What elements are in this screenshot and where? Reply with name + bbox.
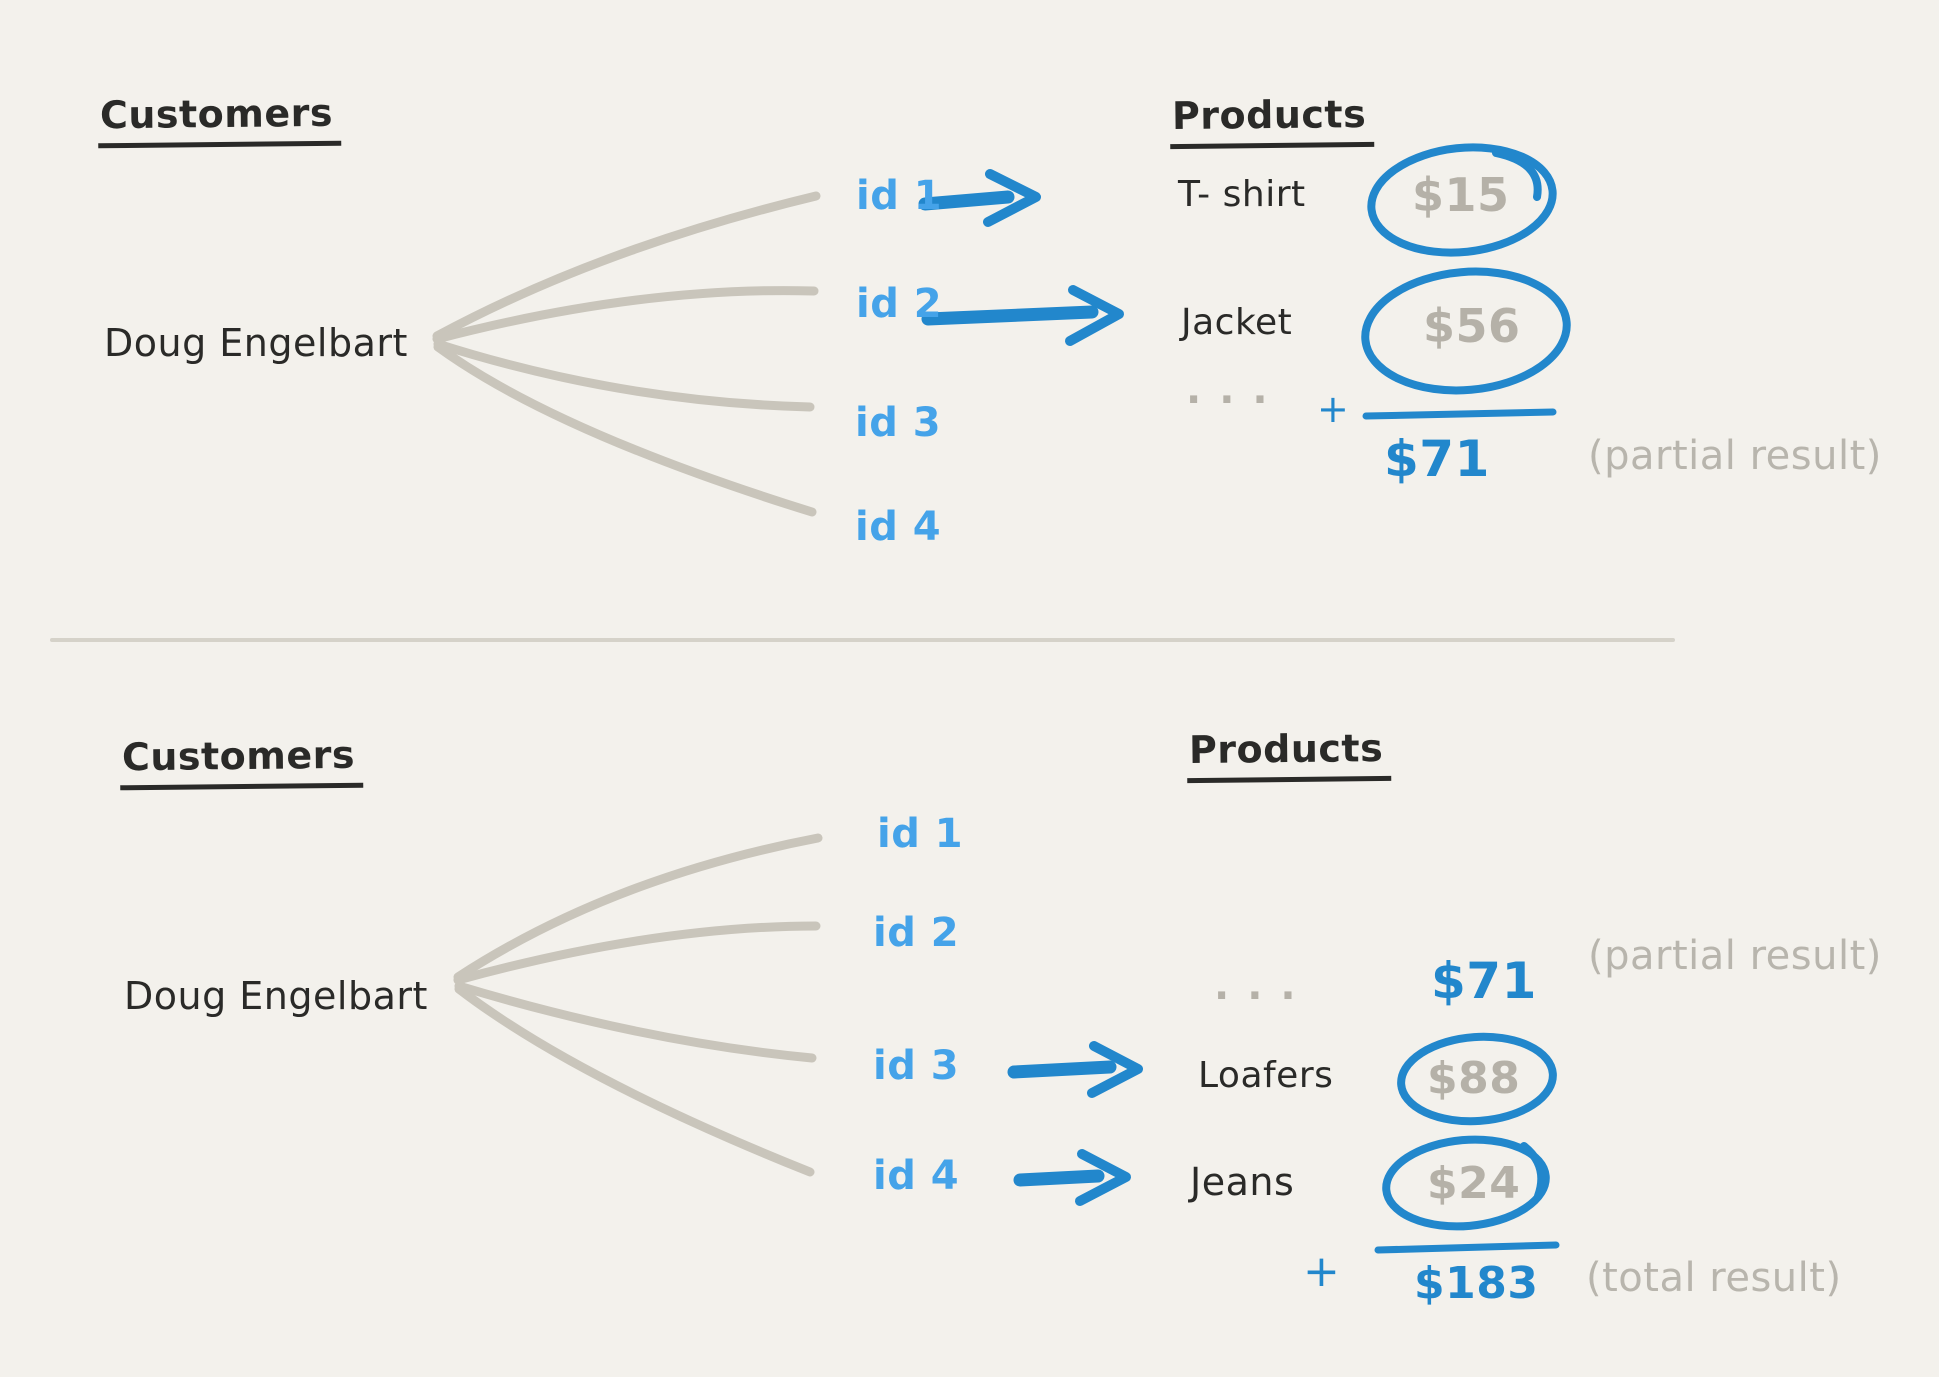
- branch-line: [453, 833, 823, 982]
- arrow-shaft: [1013, 1169, 1105, 1187]
- branch-line: [454, 981, 817, 1063]
- circle-stroke: [1382, 1135, 1550, 1231]
- branch-line: [432, 286, 819, 344]
- bottom-customers-heading: Customers: [119, 733, 364, 791]
- total-sum-value: $183: [1414, 1258, 1539, 1309]
- branch-line: [433, 339, 815, 412]
- circle-stroke: [1361, 267, 1571, 395]
- product-price: $56: [1423, 299, 1521, 353]
- product-name: Jeans: [1190, 1160, 1295, 1204]
- plus-sign: +: [1317, 387, 1350, 431]
- sum-underline: [1374, 1241, 1560, 1254]
- top-fan: [432, 191, 821, 517]
- arrow-shaft: [921, 305, 1099, 326]
- bottom-customer-name: Doug Engelbart: [124, 974, 428, 1018]
- bottom-id-2: id 2: [873, 910, 960, 956]
- product-name: Jacket: [1181, 302, 1293, 343]
- product-price: $15: [1412, 168, 1510, 222]
- product-price: $88: [1427, 1053, 1521, 1104]
- arrow-head-icon: [983, 169, 1041, 227]
- top-id-4: id 4: [855, 504, 942, 550]
- bottom-id-3: id 3: [873, 1043, 960, 1089]
- arrow-head-icon: [1087, 1041, 1143, 1098]
- partial-sum-value: $71: [1384, 430, 1490, 488]
- branch-line: [454, 984, 815, 1177]
- bottom-fan: [453, 833, 823, 1177]
- price-circle: [1382, 1135, 1550, 1231]
- plus-sign: +: [1303, 1246, 1341, 1297]
- sum-underline: [1362, 408, 1557, 420]
- circle-lasso-overlap: [1520, 1142, 1546, 1200]
- branch-line: [432, 191, 821, 341]
- arrow-icon: [921, 285, 1124, 346]
- ellipsis: ···: [1214, 973, 1314, 1019]
- arrow-head-icon: [1075, 1149, 1131, 1206]
- arrow-head-icon: [1065, 285, 1124, 346]
- arrow-icon: [918, 169, 1041, 227]
- circle-stroke: [1367, 143, 1557, 257]
- circle-stroke: [1397, 1032, 1557, 1126]
- partial-result-note: (partial result): [1588, 933, 1882, 979]
- product-price: $24: [1427, 1158, 1521, 1209]
- top-id-3: id 3: [855, 400, 942, 446]
- bottom-id-4: id 4: [873, 1153, 960, 1199]
- arrow-shaft: [918, 190, 1015, 211]
- top-customers-heading: Customers: [97, 91, 342, 149]
- partial-result-note: (partial result): [1588, 433, 1882, 479]
- branch-line: [433, 342, 817, 517]
- top-products-heading: Products: [1169, 92, 1375, 150]
- bottom-products-heading: Products: [1186, 726, 1392, 784]
- price-circle: [1367, 143, 1557, 257]
- product-name: T- shirt: [1178, 174, 1306, 215]
- price-circle: [1397, 1032, 1557, 1126]
- bottom-id-1: id 1: [877, 811, 964, 857]
- product-name: Loafers: [1198, 1055, 1334, 1096]
- circle-lasso-overlap: [1492, 149, 1542, 201]
- total-result-note: (total result): [1586, 1255, 1842, 1301]
- top-id-2: id 2: [856, 281, 943, 327]
- arrow-icon: [1007, 1041, 1143, 1098]
- branch-line: [453, 921, 821, 985]
- carried-partial-sum: $71: [1431, 952, 1537, 1010]
- top-customer-name: Doug Engelbart: [104, 321, 408, 365]
- price-circle: [1361, 267, 1571, 395]
- arrow-shaft: [1007, 1060, 1117, 1079]
- top-id-1: id 1: [856, 173, 943, 219]
- ellipsis: ···: [1186, 377, 1286, 423]
- arrow-icon: [1013, 1149, 1131, 1206]
